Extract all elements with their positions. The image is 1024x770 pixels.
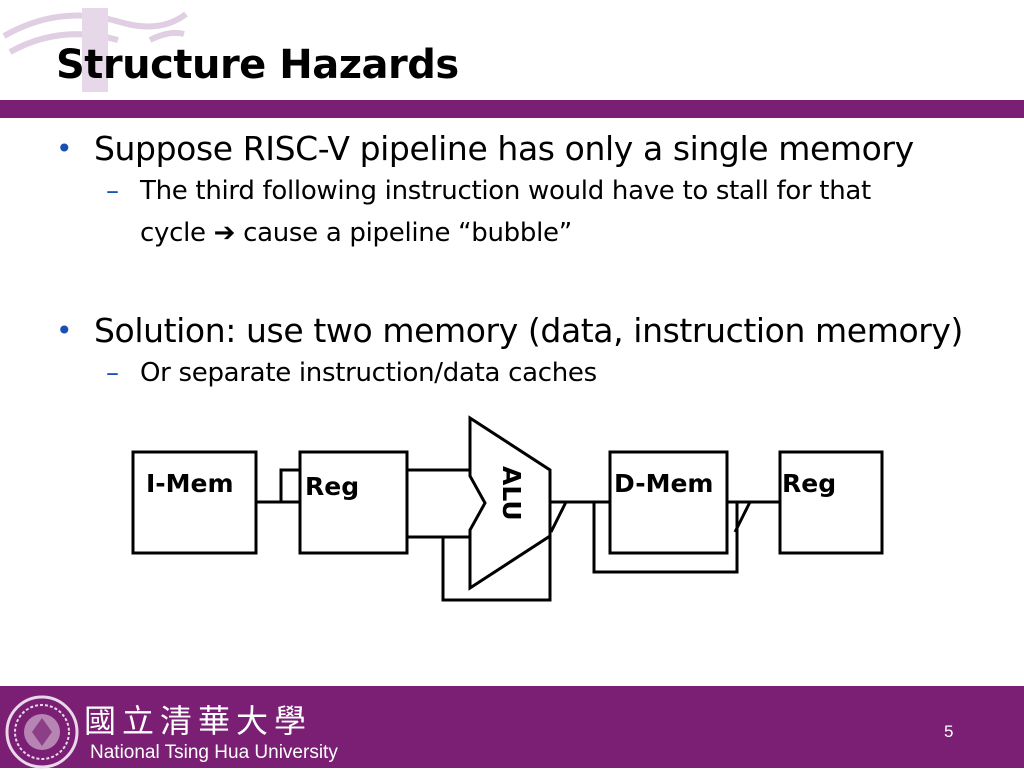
dash-icon: – xyxy=(106,358,119,388)
dash-icon: – xyxy=(106,176,119,206)
slide-title: Structure Hazards xyxy=(56,42,459,88)
reg2-box xyxy=(778,450,884,555)
page-number: 5 xyxy=(944,722,954,741)
sub-bullet-item: – The third following instruction would … xyxy=(106,170,986,254)
sub-bullet-item: – Or separate instruction/data caches xyxy=(106,352,986,394)
imem-label: I-Mem xyxy=(146,469,234,498)
title-divider-bar xyxy=(0,100,1024,118)
alu-label: ALU xyxy=(497,466,526,521)
reg2-label: Reg xyxy=(782,469,836,498)
bullet-text: Suppose RISC-V pipeline has only a singl… xyxy=(94,129,914,168)
university-name-english: National Tsing Hua University xyxy=(90,742,338,763)
university-seal-icon xyxy=(5,695,79,769)
sub-bullet-text: The third following instruction would ha… xyxy=(140,170,871,254)
pipeline-diagram: I-Mem Reg ALU D-Mem Reg xyxy=(131,415,884,602)
reg-label: Reg xyxy=(305,472,359,501)
footer-bar xyxy=(0,686,1024,768)
sub-bullet-line: cycle ➔ cause a pipeline “bubble” xyxy=(140,218,572,248)
dmem-box xyxy=(608,450,729,555)
bullet-list: • Suppose RISC-V pipeline has only a sin… xyxy=(56,128,986,394)
reg-box xyxy=(298,450,409,555)
bullet-dot-icon: • xyxy=(56,132,73,165)
dmem-label: D-Mem xyxy=(614,469,713,498)
university-logo-watermark xyxy=(2,8,188,92)
sub-bullet-line: The third following instruction would ha… xyxy=(140,176,871,206)
sub-bullet-text: Or separate instruction/data caches xyxy=(140,358,597,388)
bullet-dot-icon: • xyxy=(56,314,73,347)
bullet-item: • Solution: use two memory (data, instru… xyxy=(56,310,986,352)
bullet-item: • Suppose RISC-V pipeline has only a sin… xyxy=(56,128,986,170)
bullet-text: Solution: use two memory (data, instruct… xyxy=(94,311,964,350)
imem-box xyxy=(131,450,258,555)
alu-shape xyxy=(468,415,552,591)
university-name-chinese: 國立清華大學 xyxy=(84,702,313,740)
